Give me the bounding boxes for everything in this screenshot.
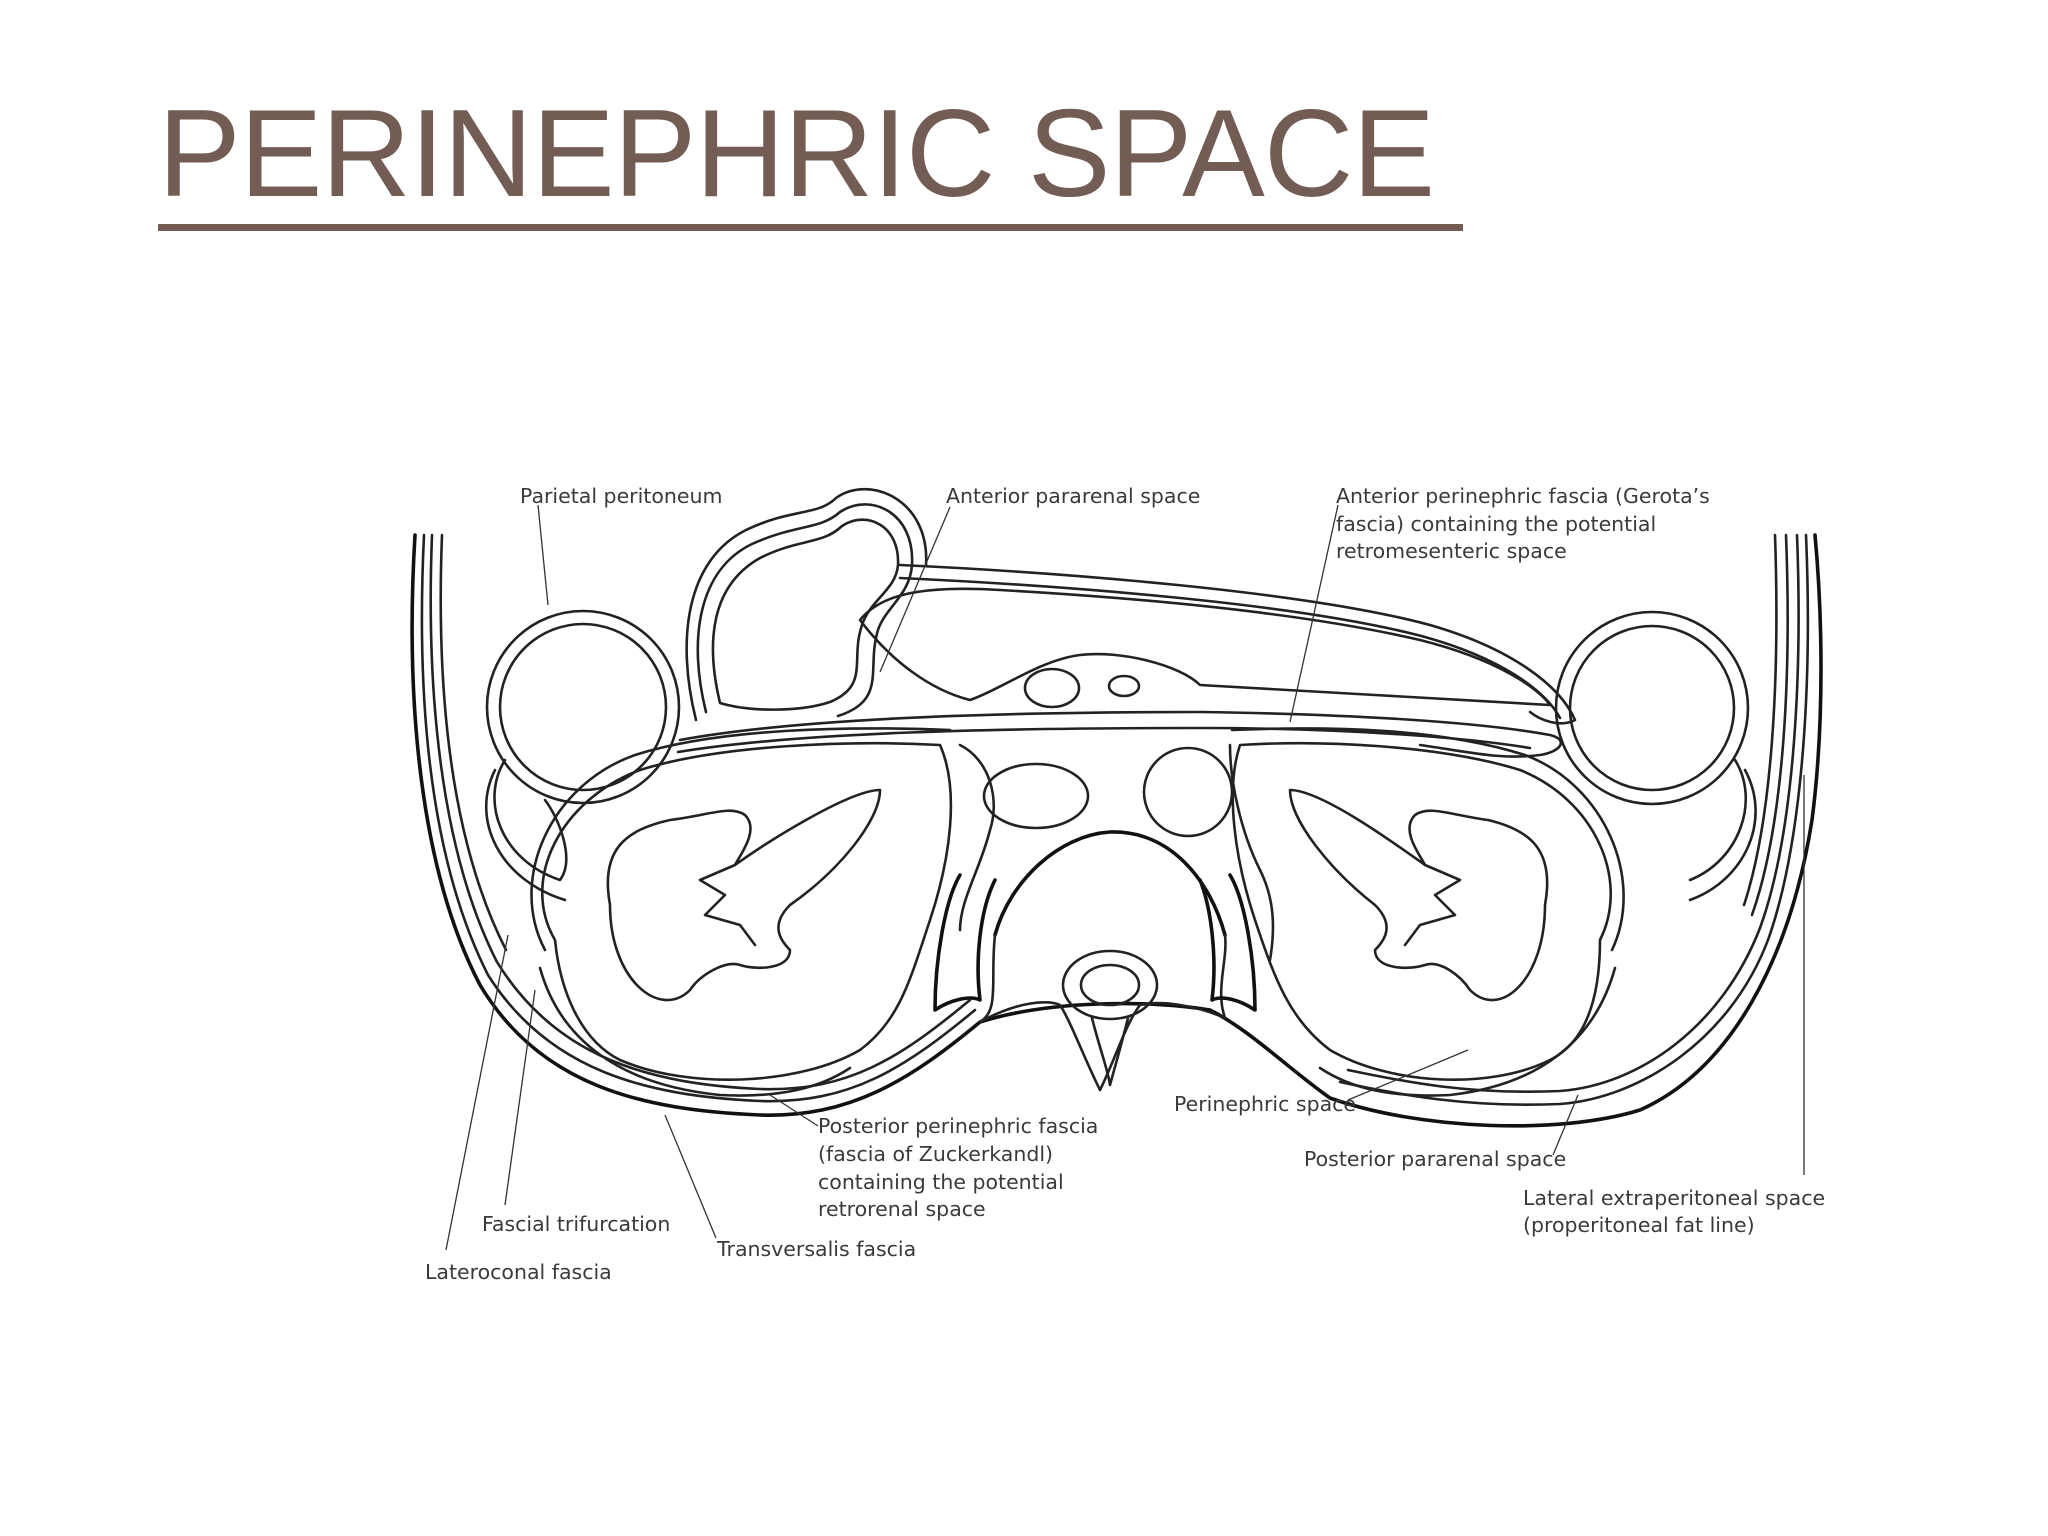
label-anterior-pararenal-space: Anterior pararenal space xyxy=(946,484,1200,508)
right-perirenal-cone xyxy=(1230,727,1625,1097)
vertebral-body xyxy=(993,830,1227,937)
right-colon xyxy=(1554,610,1757,902)
label-fascial-trifurcation: Fascial trifurcation xyxy=(482,1212,670,1236)
label-posterior-perinephric-fascia-line-3: containing the potential xyxy=(818,1170,1064,1194)
label-lateroconal-fascia: Lateroconal fascia xyxy=(425,1260,612,1284)
abdominal-wall-inner-layers xyxy=(420,533,1810,1107)
left-perirenal-cone xyxy=(530,727,953,1097)
right-kidney xyxy=(1288,788,1549,1002)
label-posterior-perinephric-fascia-line-1: Posterior perinephric fascia xyxy=(818,1114,1098,1138)
left-colon xyxy=(485,609,681,902)
diagram-labels: Parietal peritoneum Anterior pararenal s… xyxy=(425,484,1825,1284)
label-lateral-extraperitoneal-line-2: (properitoneal fat line) xyxy=(1523,1213,1755,1237)
title-underline xyxy=(158,224,1463,231)
label-posterior-pararenal-space: Posterior pararenal space xyxy=(1304,1147,1566,1171)
label-transversalis-fascia: Transversalis fascia xyxy=(716,1237,916,1261)
central-compartment xyxy=(958,743,1275,962)
label-anterior-perinephric-fascia-line-1: Anterior perinephric fascia (Gerota’s xyxy=(1336,484,1710,508)
label-anterior-perinephric-fascia-line-2: fascia) containing the potential xyxy=(1336,512,1656,536)
label-perinephric-space: Perinephric space xyxy=(1174,1092,1356,1116)
label-posterior-perinephric-fascia-line-4: retrorenal space xyxy=(818,1197,986,1221)
label-anterior-perinephric-fascia-line-3: retromesenteric space xyxy=(1336,539,1567,563)
great-vessels xyxy=(982,746,1234,838)
pancreas-structures xyxy=(858,587,1552,709)
psoas-muscles xyxy=(933,873,1257,1012)
label-lateral-extraperitoneal-line-1: Lateral extraperitoneal space xyxy=(1523,1186,1825,1210)
bowel-loops xyxy=(685,488,928,722)
vertebral-canal xyxy=(978,933,1227,1092)
label-parietal-peritoneum: Parietal peritoneum xyxy=(520,484,722,508)
label-posterior-perinephric-fascia-line-2: (fascia of Zuckerkandl) xyxy=(818,1142,1053,1166)
anterior-fascia-bands xyxy=(676,563,1577,758)
left-kidney xyxy=(606,788,882,1002)
leader-lines xyxy=(445,504,1805,1251)
slide-title: PERINEPHRIC SPACE xyxy=(158,85,1435,223)
